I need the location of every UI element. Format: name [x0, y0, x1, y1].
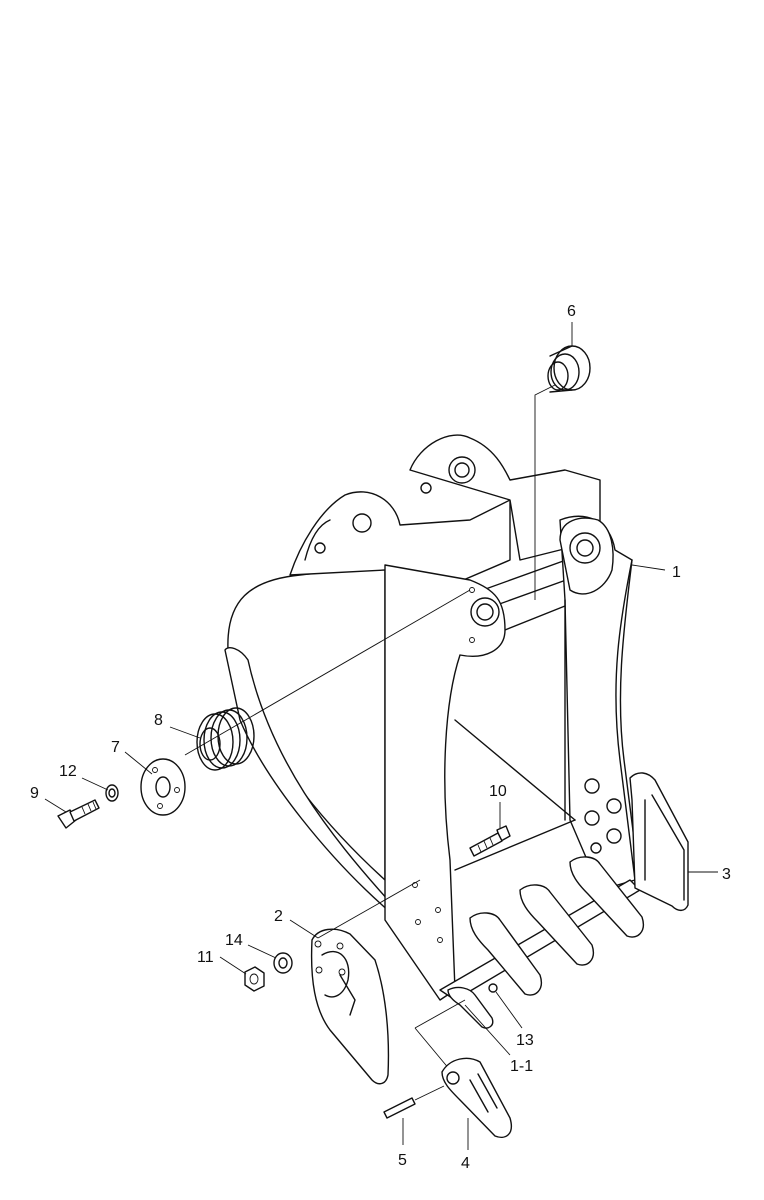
label-part-3: 3 — [722, 866, 731, 883]
label-part-9: 9 — [30, 785, 39, 802]
part-2-side-plate — [289, 879, 421, 1085]
part-9-bolt — [57, 799, 100, 829]
part-11-nut — [219, 956, 265, 992]
label-part-5: 5 — [398, 1152, 407, 1169]
part-12-washer — [105, 784, 119, 802]
label-part-1: 1 — [672, 564, 681, 581]
part-1-bucket-body — [224, 434, 666, 1029]
part-3-side-cutter — [629, 772, 718, 912]
part-14-washer — [247, 944, 293, 974]
label-part-8: 8 — [154, 712, 163, 729]
part-4-tooth — [441, 1057, 512, 1150]
pin-assembly-left — [44, 589, 471, 829]
part-6-bushing — [534, 322, 591, 600]
label-part-12: 12 — [59, 763, 77, 780]
label-part-13: 13 — [516, 1032, 534, 1049]
label-part-2: 2 — [274, 908, 283, 925]
part-7-plate — [140, 758, 186, 816]
part-10-bolt — [469, 802, 511, 857]
bucket-teeth — [447, 856, 644, 1029]
part-labels: 1 1-1 2 3 4 5 6 7 8 9 10 11 12 13 14 — [30, 303, 731, 1172]
part-5-pin — [383, 1085, 445, 1145]
part-1-1-adapter-leader — [414, 999, 511, 1071]
part-8-shim — [196, 707, 255, 771]
part-13-pin-lock — [488, 983, 523, 1029]
label-part-4: 4 — [461, 1155, 470, 1172]
label-part-7: 7 — [111, 739, 120, 756]
label-part-10: 10 — [489, 783, 507, 800]
label-part-14: 14 — [225, 932, 243, 949]
label-part-6: 6 — [567, 303, 576, 320]
label-part-1-1: 1-1 — [510, 1058, 533, 1075]
label-part-11: 11 — [197, 949, 214, 966]
